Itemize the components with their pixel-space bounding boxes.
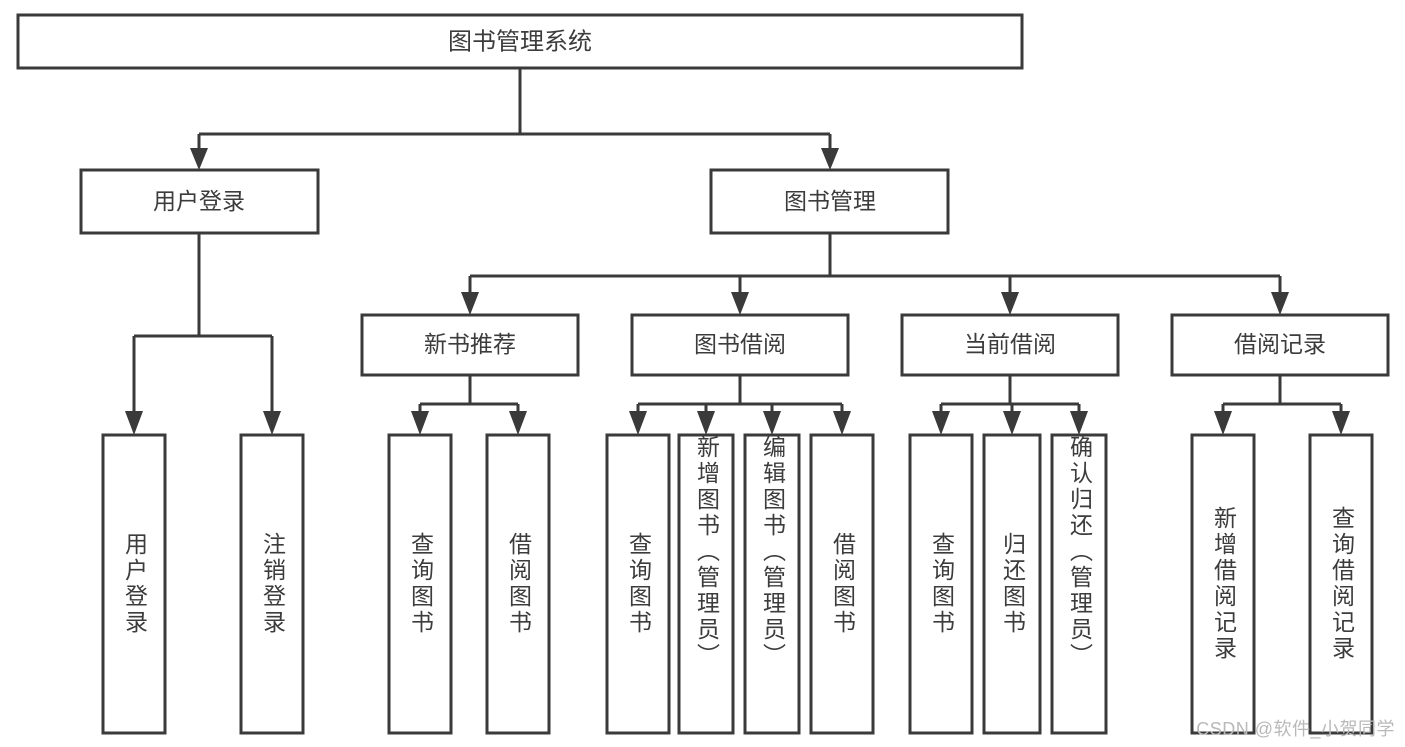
node-leaf-query-book-3-box[interactable]: [908, 433, 974, 735]
arrowheads-layer: [125, 148, 1350, 435]
node-leaf-logout-box[interactable]: [239, 433, 305, 735]
node-user-login-label: 用户登录: [153, 188, 245, 214]
node-root-box[interactable]: [16, 13, 1024, 70]
node-current-borrow-label: 当前借阅: [964, 331, 1056, 357]
node-book-manage-box[interactable]: [709, 168, 950, 235]
node-leaf-borrow-book-1-box[interactable]: [485, 433, 551, 735]
node-book-manage-label: 图书管理: [784, 188, 876, 214]
node-leaf-query-record-box[interactable]: [1308, 433, 1374, 735]
node-user-login[interactable]: 用户登录: [79, 168, 320, 235]
arrow-icon-to-current-borrow: [1001, 292, 1019, 315]
node-leaf-confirm-return-box[interactable]: [1050, 433, 1108, 735]
node-borrow-record-box[interactable]: [1170, 313, 1390, 377]
node-root[interactable]: 图书管理系统: [16, 13, 1024, 70]
node-current-borrow[interactable]: 当前借阅: [900, 313, 1120, 377]
arrow-icon-to-leaf-borrow-book-1: [509, 411, 527, 435]
node-root-label: 图书管理系统: [448, 28, 592, 55]
arrow-icon-to-borrow-record: [1271, 292, 1289, 315]
arrow-icon-to-new-book-rec: [461, 292, 479, 315]
arrow-icon-to-leaf-add-book: [697, 411, 715, 435]
node-leaf-add-book-box[interactable]: [677, 433, 735, 735]
watermark: CSDN @软件_小贺同学: [1196, 719, 1395, 739]
arrow-icon-to-leaf-query-record: [1332, 411, 1350, 435]
arrow-icon-to-leaf-add-record: [1214, 411, 1232, 435]
node-borrow-record-label: 借阅记录: [1234, 331, 1326, 357]
node-book-manage[interactable]: 图书管理: [709, 168, 950, 235]
arrow-icon-to-user-login: [190, 148, 208, 170]
node-leaf-return-book-box[interactable]: [982, 433, 1042, 735]
node-book-borrow-label: 图书借阅: [694, 331, 786, 357]
arrow-icon-to-book-borrow: [731, 292, 749, 315]
node-leaf-edit-book-box[interactable]: [743, 433, 801, 735]
node-book-borrow[interactable]: 图书借阅: [630, 313, 850, 377]
node-new-book-rec[interactable]: 新书推荐: [360, 313, 580, 377]
arrow-icon-to-book-manage: [821, 148, 839, 170]
arrow-icon-to-leaf-query-book-2: [629, 411, 647, 435]
node-borrow-record[interactable]: 借阅记录: [1170, 313, 1390, 377]
node-leaf-borrow-book-2-box[interactable]: [809, 433, 875, 735]
arrow-icon-to-leaf-edit-book: [763, 411, 781, 435]
node-book-borrow-box[interactable]: [630, 313, 850, 377]
arrow-icon-to-leaf-logout: [263, 411, 281, 435]
arrow-icon-to-leaf-user-login: [125, 411, 143, 435]
arrow-icon-to-leaf-query-book-1: [411, 411, 429, 435]
arrow-icon-to-leaf-return-book: [1003, 411, 1021, 435]
arrow-icon-to-leaf-confirm-return: [1070, 411, 1088, 435]
arrow-icon-to-leaf-query-book-3: [932, 411, 950, 435]
leaf-boxes-layer: [101, 433, 1374, 735]
node-current-borrow-box[interactable]: [900, 313, 1120, 377]
node-leaf-query-book-2-box[interactable]: [605, 433, 671, 735]
node-leaf-user-login-box[interactable]: [101, 433, 167, 735]
connectors-layer: [132, 68, 1343, 411]
arrow-icon-to-leaf-borrow-book-2: [833, 411, 851, 435]
node-new-book-rec-box[interactable]: [360, 313, 580, 377]
node-new-book-rec-label: 新书推荐: [424, 331, 516, 357]
node-leaf-add-record-box[interactable]: [1190, 433, 1256, 735]
node-user-login-box[interactable]: [79, 168, 320, 235]
node-leaf-query-book-1-box[interactable]: [387, 433, 453, 735]
